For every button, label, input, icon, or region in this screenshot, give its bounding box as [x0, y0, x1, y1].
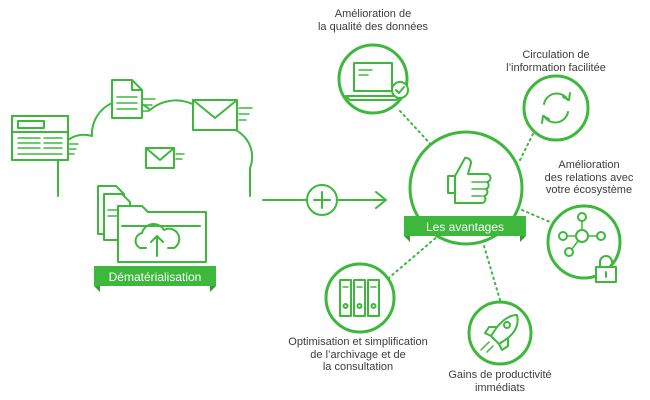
productivity-label-line-2: immédiats: [474, 381, 526, 394]
envelope-small-icon: [145, 147, 185, 169]
relations-label-line-2: des relations avec: [544, 171, 634, 184]
quality-label-line-1: Amélioration de: [334, 8, 412, 20]
quality-label-line-2: la qualité des données: [317, 20, 429, 33]
circulation-circle: [522, 74, 590, 142]
binders-icon: [339, 279, 380, 317]
form-document-detail: [11, 115, 69, 161]
archiving-label-line-3: la consultation: [322, 361, 394, 373]
relations-label: Amélioration des relations avec votre éc…: [530, 159, 648, 197]
plus-circle-arrow-icon: [262, 184, 387, 216]
cloud-icon: [57, 99, 254, 197]
relations-label-line-3: votre écosystème: [545, 184, 633, 196]
avantages-label: Les avantages: [426, 220, 504, 234]
refresh-icon: [541, 92, 571, 124]
dematerialisation-label: Dématérialisation: [109, 270, 202, 284]
document-icon: [111, 79, 156, 119]
monitor-check-icon: [345, 62, 409, 101]
dematerialisation-banner: [94, 266, 216, 292]
archiving-label-line-2: de l’archivage et de: [310, 348, 406, 361]
archiving-label: Optimisation et simplification de l’arch…: [268, 336, 448, 374]
productivity-label: Gains de productivité immédiats: [430, 369, 570, 394]
circulation-label-line-1: Circulation de: [522, 49, 590, 61]
productivity-label-line-1: Gains de productivité: [448, 369, 552, 381]
circulation-label: Circulation de l’information facilitée: [486, 49, 626, 74]
rocket-icon: [480, 314, 519, 353]
network-lock-icon: [558, 212, 617, 283]
archiving-label-line-1: Optimisation et simplification: [288, 336, 428, 348]
circulation-label-line-2: l’information facilitée: [506, 61, 606, 74]
thumbs-up-icon: [447, 156, 492, 204]
quality-circle: [337, 43, 409, 115]
avantages-banner: [404, 216, 526, 242]
relations-label-line-1: Amélioration: [558, 159, 620, 171]
upload-folder-icon: [97, 185, 207, 263]
envelope-large-icon: [192, 99, 253, 131]
quality-label: Amélioration de la qualité des données: [303, 8, 443, 33]
